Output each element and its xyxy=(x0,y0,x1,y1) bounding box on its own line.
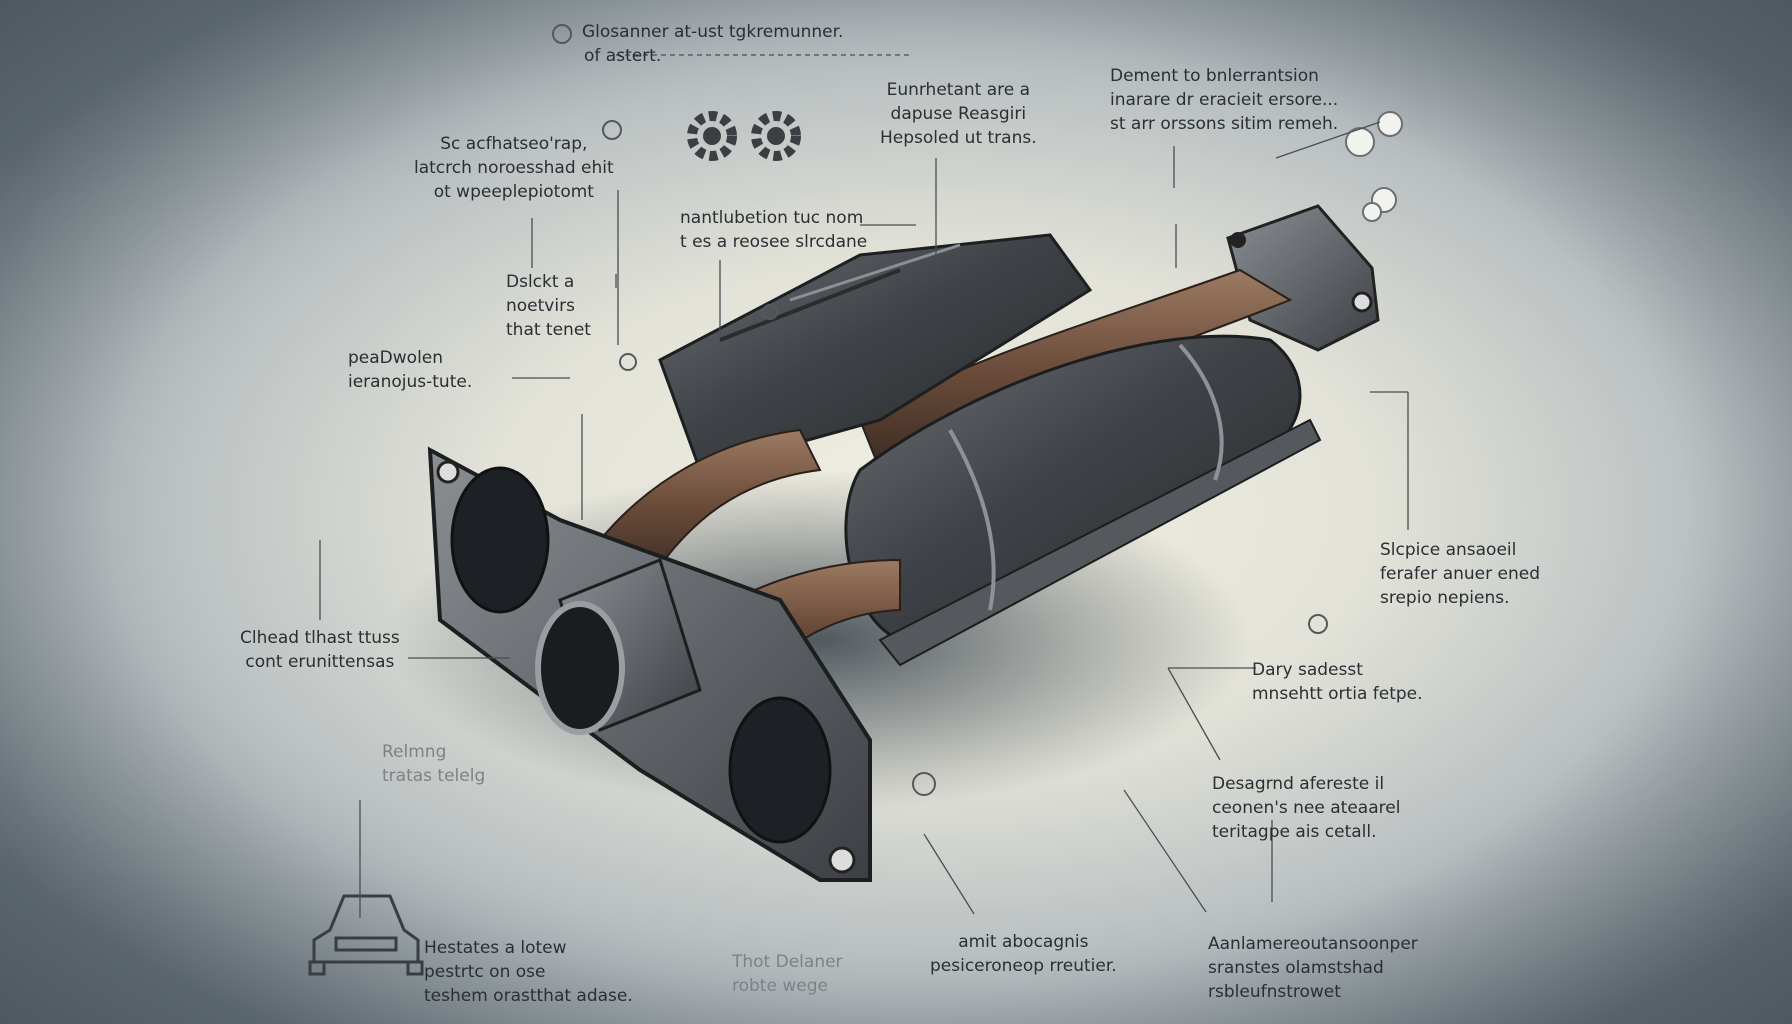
label-line: amit abocagnis xyxy=(958,932,1089,952)
label-line: noetvirs xyxy=(506,296,575,316)
label-right-lower: Dary sadesst mnsehtt ortia fetpe. xyxy=(1252,658,1423,706)
label-top-center: Glosanner at-ust tgkremunner. of astert. xyxy=(582,20,843,68)
label-bottom-left: Hestates a lotew pestrtc on ose teshem o… xyxy=(424,936,633,1008)
car-icon xyxy=(308,894,424,976)
label-line: Dary sadesst xyxy=(1252,660,1363,680)
label-line: t es a reosee slrcdane xyxy=(680,232,868,252)
label-line: Desagrnd afereste il xyxy=(1212,774,1385,794)
exhaust-smoke-icon xyxy=(1345,111,1403,222)
label-line: Dement to bnlerrantsion xyxy=(1110,66,1319,86)
gear-icon xyxy=(687,111,737,161)
label-line: Slcpice ansaoeil xyxy=(1380,540,1517,560)
label-line: Hepsoled ut trans. xyxy=(880,128,1037,148)
label-line: Thot Delaner xyxy=(732,952,843,972)
label-line: tratas telelg xyxy=(382,766,486,786)
label-line: Dslckt a xyxy=(506,272,575,292)
rear-flange xyxy=(1226,204,1380,352)
label-line: Eunrhetant are a xyxy=(886,80,1031,100)
label-line: teshem orastthat adase. xyxy=(424,986,633,1006)
manifold-pipe-a xyxy=(598,428,822,582)
label-line: inarare dr eracieit ersore... xyxy=(1110,90,1339,110)
label-left-small: Relmng tratas telelg xyxy=(382,740,485,788)
info-icon xyxy=(552,24,1328,796)
label-upper-left: Sc acfhatseo'rap, latcrch noroesshad ehi… xyxy=(414,132,614,204)
label-right-top: Dement to bnlerrantsion inarare dr eraci… xyxy=(1110,64,1338,136)
label-line: Relmng xyxy=(382,742,447,762)
label-line: ot wpeeplepiotomt xyxy=(433,182,594,202)
label-line: nantlubetion tuc nom xyxy=(680,208,864,228)
label-center-mid: nantlubetion tuc nom t es a reosee slrcd… xyxy=(680,206,867,254)
label-left-bottom-mid: Clhead tlhast ttuss cont erunittensas xyxy=(240,626,400,674)
gear-icon xyxy=(751,111,801,161)
main-catalytic-converter xyxy=(844,334,1322,667)
label-line: ceonen's nee ateaarel xyxy=(1212,798,1401,818)
label-line: dapuse Reasgiri xyxy=(890,104,1027,124)
label-bottom-center: amit abocagnis pesiceroneop rreutier. xyxy=(930,930,1117,978)
label-line: of astert. xyxy=(584,46,662,66)
label-line: Aanlamereoutansoonper xyxy=(1208,934,1418,954)
label-center-top: Eunrhetant are a dapuse Reasgiri Hepsole… xyxy=(880,78,1037,150)
label-bottom-center-left: Thot Delaner robte wege xyxy=(732,950,843,998)
label-line: mnsehtt ortia fetpe. xyxy=(1252,684,1423,704)
label-line: cont erunittensas xyxy=(245,652,395,672)
label-left-lower: peaDwolen ieranojus-tute. xyxy=(348,346,472,394)
label-line: pestrtc on ose xyxy=(424,962,546,982)
label-bottom-right: Aanlamereoutansoonper sranstes olamstsha… xyxy=(1208,932,1418,1004)
label-line: Clhead tlhast ttuss xyxy=(240,628,400,648)
label-left-mid: Dslckt a noetvirs that tenet xyxy=(506,270,591,342)
label-line: Glosanner at-ust tgkremunner. xyxy=(582,22,844,42)
front-outlet-pipe xyxy=(535,558,702,735)
label-line: st arr orssons sitim remeh. xyxy=(1110,114,1339,134)
label-right-bottom-mid: Desagrnd afereste il ceonen's nee ateaar… xyxy=(1212,772,1400,844)
label-line: rsbleufnstrowet xyxy=(1208,982,1341,1002)
label-line: pesiceroneop rreutier. xyxy=(930,956,1117,976)
label-line: robte wege xyxy=(732,976,828,996)
label-line: that tenet xyxy=(506,320,591,340)
label-line: srepio nepiens. xyxy=(1380,588,1510,608)
label-line: teritagpe ais cetall. xyxy=(1212,822,1377,842)
label-right-mid: Slcpice ansaoeil ferafer anuer ened srep… xyxy=(1380,538,1540,610)
label-line: latcrch noroesshad ehit xyxy=(414,158,614,178)
label-line: ferafer anuer ened xyxy=(1380,564,1540,584)
label-line: peaDwolen xyxy=(348,348,444,368)
label-line: Sc acfhatseo'rap, xyxy=(440,134,588,154)
label-line: sranstes olamstshad xyxy=(1208,958,1384,978)
label-line: ieranojus-tute. xyxy=(348,372,473,392)
leader-lines xyxy=(319,54,1409,918)
label-line: Hestates a lotew xyxy=(424,938,567,958)
